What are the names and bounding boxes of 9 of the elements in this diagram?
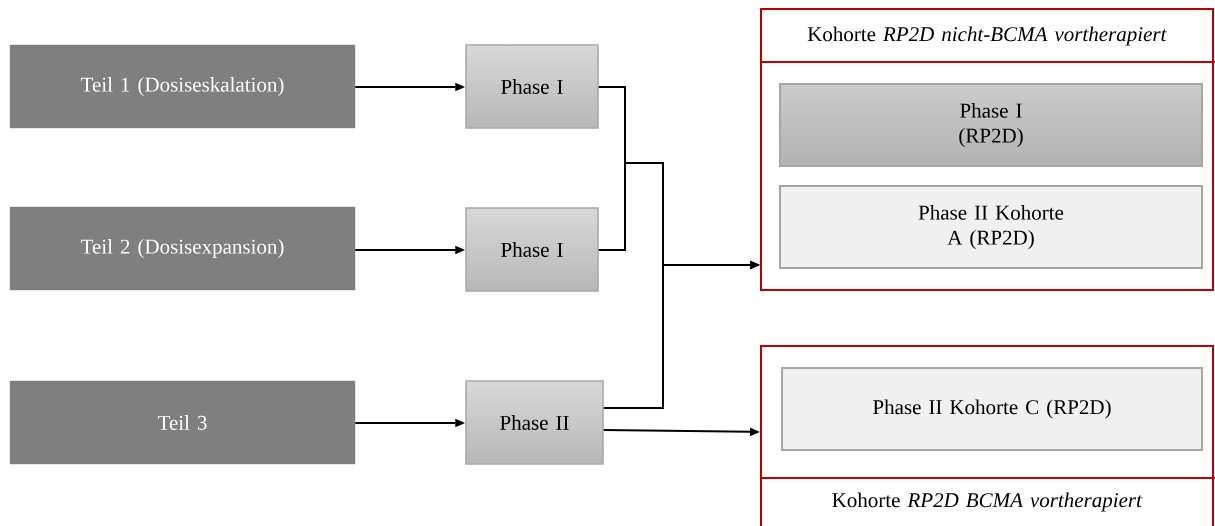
part-box: Teil 2 (Dosisexpansion) [9, 206, 356, 291]
phase-box: Phase I [465, 207, 599, 292]
part-box: Teil 1 (Dosiseskalation) [9, 44, 356, 129]
phase-box: Phase I (RP2D) [779, 83, 1203, 167]
part-box: Teil 3 [9, 380, 356, 465]
phase-box: Phase II [465, 380, 604, 465]
phase-box: Phase I [465, 44, 599, 129]
cohort-box: Phase II Kohorte A (RP2D) [779, 185, 1203, 269]
cohort-box: Phase II Kohorte C (RP2D) [781, 367, 1203, 451]
